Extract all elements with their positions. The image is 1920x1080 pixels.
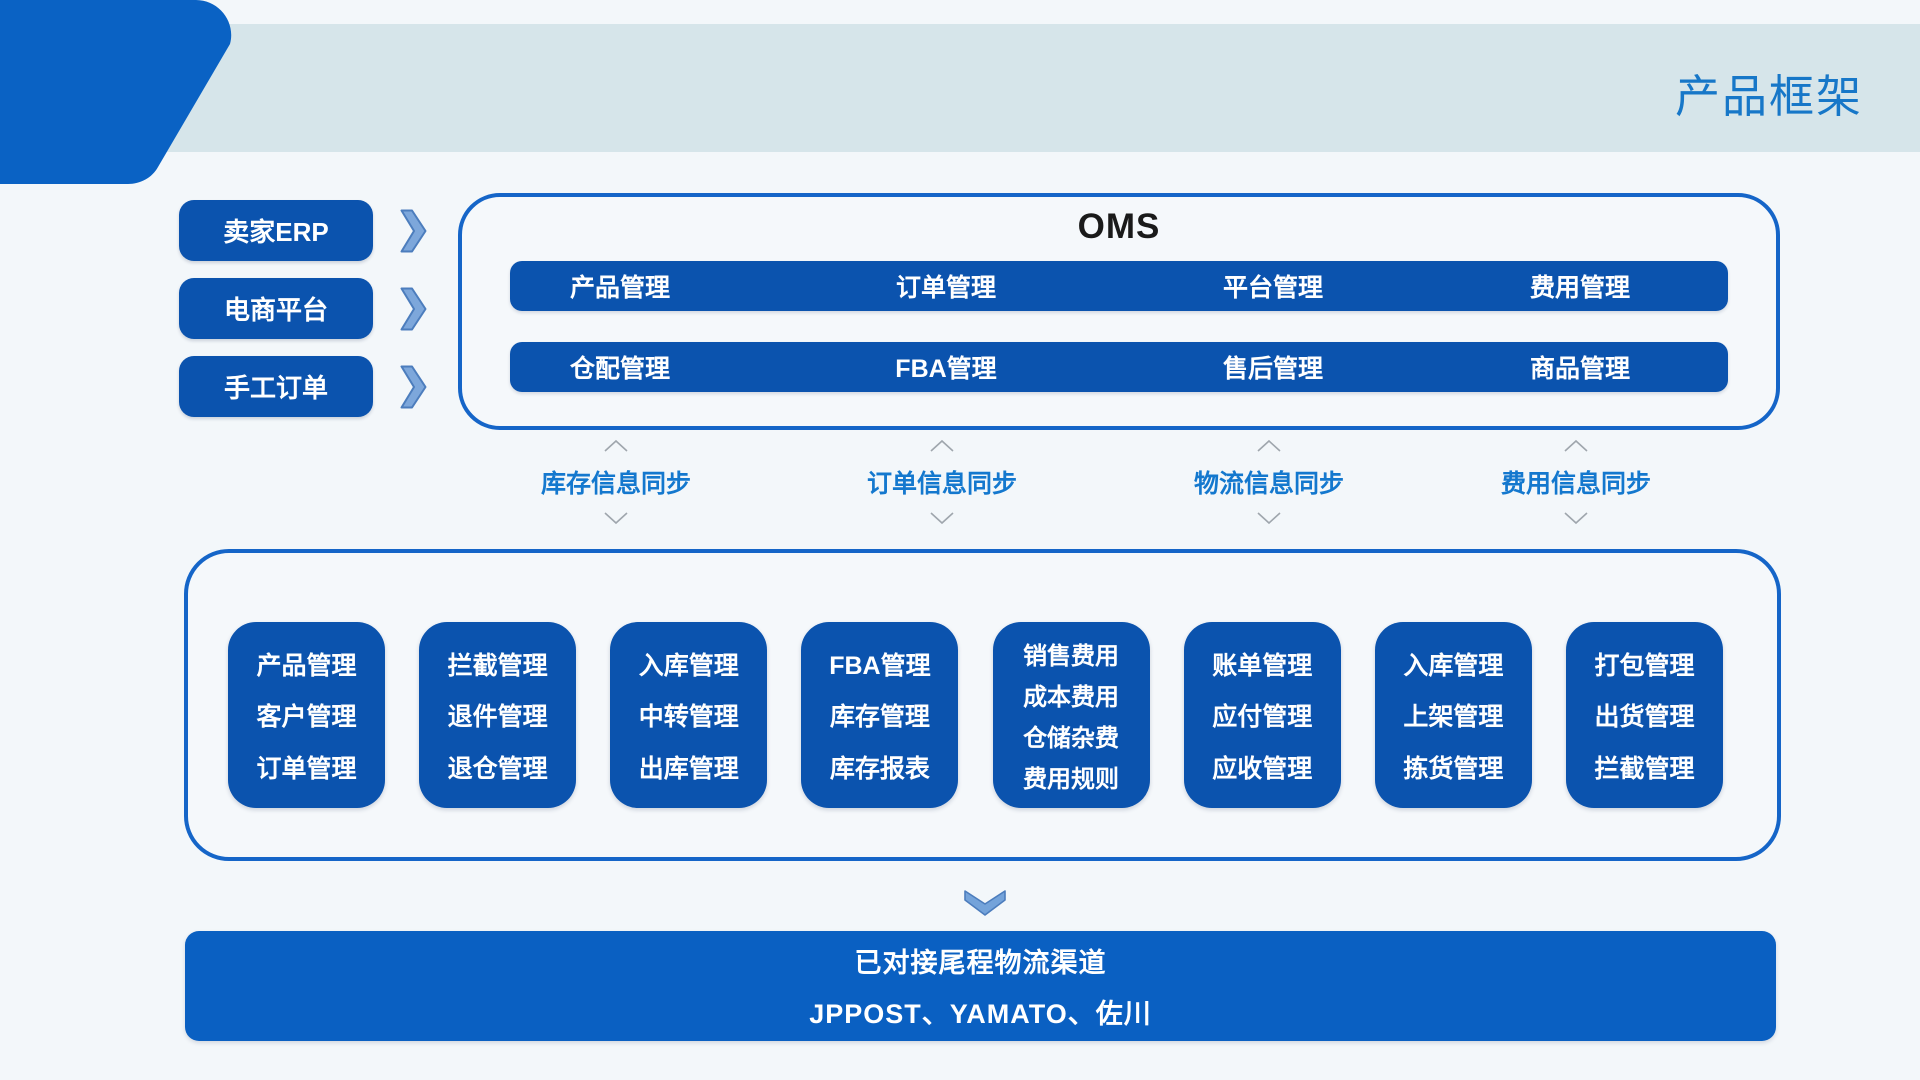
oms-module-fba: FBA管理 [895, 355, 997, 383]
caret-down-icon [604, 512, 628, 525]
module-card-intercept: 拦截管理 退件管理 退仓管理 [419, 622, 577, 808]
oms-module-fee: 费用管理 [1529, 274, 1631, 302]
logistics-channels-list: JPPOST、YAMATO、佐川 [809, 999, 1152, 1029]
module-item: 费用规则 [1023, 766, 1120, 793]
module-item: 库存报表 [829, 754, 930, 783]
oms-panel: OMS 产品管理 订单管理 平台管理 费用管理 仓配管理 FBA管理 售后管理 … [458, 193, 1780, 430]
module-card-inbound: 入库管理 中转管理 出库管理 [610, 622, 768, 808]
sync-logistics: 物流信息同步 [1194, 439, 1344, 525]
module-item: 入库管理 [638, 651, 739, 680]
module-cards: 产品管理 客户管理 订单管理 拦截管理 退件管理 退仓管理 入库管理 中转管理 … [228, 622, 1723, 808]
source-ecommerce-platform: 电商平台 [179, 278, 373, 339]
module-item: 出库管理 [638, 754, 739, 783]
module-item: 订单管理 [256, 754, 357, 783]
module-item: 销售费用 [1023, 643, 1120, 670]
module-item: 中转管理 [638, 703, 739, 731]
module-item: 成本费用 [1023, 684, 1120, 711]
source-row: 卖家ERP [179, 200, 427, 261]
modules-panel: 产品管理 客户管理 订单管理 拦截管理 退件管理 退仓管理 入库管理 中转管理 … [184, 549, 1781, 861]
oms-module-product: 产品管理 [569, 274, 671, 302]
corner-banner-shape [0, 0, 232, 184]
module-item: 账单管理 [1212, 651, 1313, 680]
module-item: 应收管理 [1212, 754, 1313, 783]
caret-down-icon [1257, 512, 1281, 525]
oms-module-bar-bottom: 仓配管理 FBA管理 售后管理 商品管理 [510, 342, 1728, 392]
module-item: 打包管理 [1594, 651, 1695, 680]
module-card-product: 产品管理 客户管理 订单管理 [228, 622, 385, 808]
oms-module-aftersale: 售后管理 [1222, 355, 1324, 383]
module-card-fees: 销售费用 成本费用 仓储杂费 费用规则 [992, 622, 1150, 808]
module-item: 退仓管理 [447, 754, 548, 783]
module-item: 拦截管理 [1594, 754, 1695, 783]
caret-up-icon [1257, 439, 1281, 452]
source-manual-order: 手工订单 [179, 356, 373, 417]
source-seller-erp: 卖家ERP [179, 200, 373, 261]
logistics-channels-bar: 已对接尾程物流渠道 JPPOST、YAMATO、佐川 [185, 931, 1776, 1041]
source-row: 手工订单 [179, 356, 427, 417]
chevron-right-icon [400, 365, 427, 408]
logistics-channels-title: 已对接尾程物流渠道 [854, 948, 1107, 978]
module-item: 拣货管理 [1403, 754, 1504, 783]
caret-up-icon [930, 439, 954, 452]
module-item: 出货管理 [1594, 703, 1695, 731]
caret-up-icon [1564, 439, 1588, 452]
source-row: 电商平台 [179, 278, 427, 339]
header-band [0, 24, 1920, 152]
module-card-fba: FBA管理 库存管理 库存报表 [801, 622, 959, 808]
sync-label: 费用信息同步 [1500, 470, 1652, 498]
page-title: 产品框架 [1674, 71, 1863, 122]
chevron-down-icon [964, 890, 1006, 916]
module-item: 上架管理 [1403, 703, 1504, 731]
module-card-shelving: 入库管理 上架管理 拣货管理 [1374, 622, 1532, 808]
oms-module-order: 订单管理 [895, 274, 997, 302]
oms-title: OMS [1077, 207, 1161, 246]
oms-module-warehouse: 仓配管理 [569, 355, 671, 383]
module-item: 入库管理 [1403, 651, 1504, 680]
sync-inventory: 库存信息同步 [541, 439, 691, 525]
module-item: 退件管理 [447, 703, 548, 731]
module-item: 客户管理 [256, 703, 357, 731]
module-card-billing: 账单管理 应付管理 应收管理 [1183, 622, 1341, 808]
module-item: 应付管理 [1212, 703, 1313, 731]
caret-up-icon [604, 439, 628, 452]
caret-down-icon [1564, 512, 1588, 525]
module-item: FBA管理 [829, 651, 931, 680]
chevron-right-icon [400, 209, 427, 252]
module-card-packing: 打包管理 出货管理 拦截管理 [1565, 622, 1723, 808]
sync-fee: 费用信息同步 [1501, 439, 1651, 525]
module-item: 拦截管理 [447, 651, 548, 680]
sync-order: 订单信息同步 [867, 439, 1017, 525]
sync-label: 订单信息同步 [866, 470, 1018, 498]
oms-module-platform: 平台管理 [1222, 274, 1324, 302]
oms-module-bar-top: 产品管理 订单管理 平台管理 费用管理 [510, 261, 1728, 311]
module-item: 库存管理 [829, 703, 930, 731]
source-list: 卖家ERP 电商平台 手工订单 [179, 200, 427, 417]
chevron-right-icon [400, 287, 427, 330]
caret-down-icon [930, 512, 954, 525]
sync-label: 库存信息同步 [540, 470, 692, 498]
oms-module-goods: 商品管理 [1529, 355, 1631, 383]
module-item: 仓储杂费 [1023, 725, 1120, 752]
module-item: 产品管理 [256, 651, 357, 680]
sync-label: 物流信息同步 [1193, 470, 1345, 498]
